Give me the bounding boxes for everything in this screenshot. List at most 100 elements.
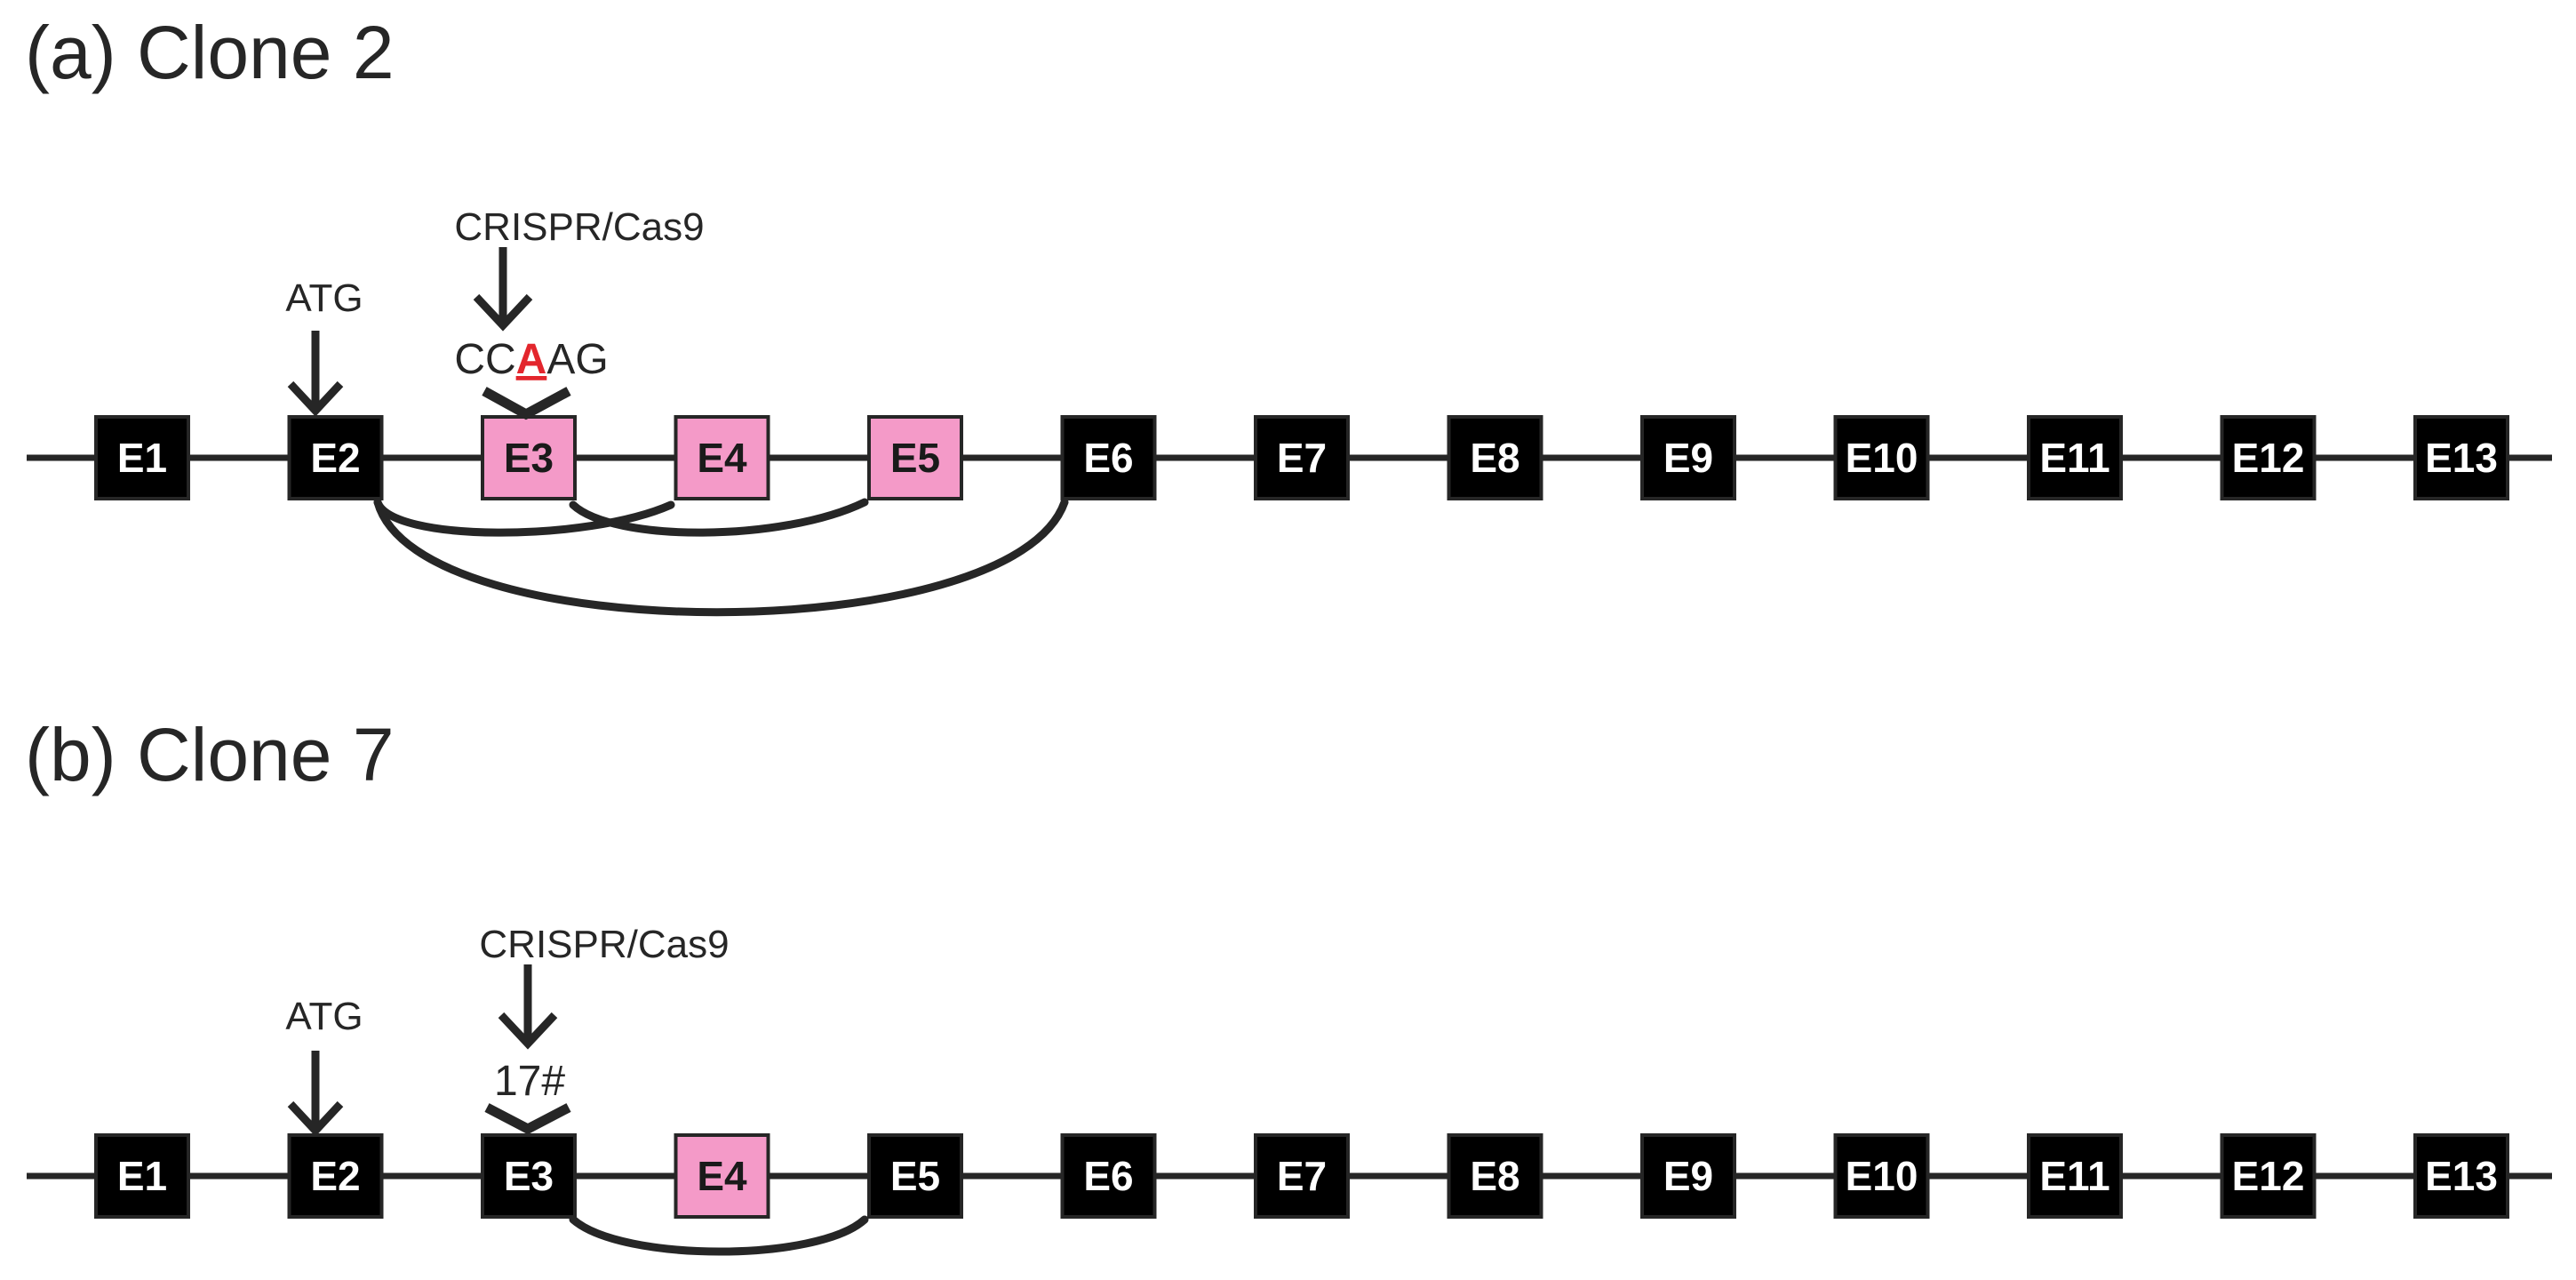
panel-a-exon-box	[2220, 415, 2317, 500]
panel-b-exon-box	[867, 1133, 963, 1219]
panel-a-exon-e2: E2	[287, 415, 384, 500]
panel-a-exon-box	[1833, 415, 1930, 500]
panel-b-exon-label: E3	[504, 1153, 554, 1199]
panel-b-exon-box	[1640, 1133, 1736, 1219]
panel-b-exon-e5: E5	[867, 1133, 963, 1219]
panel-a-exon-e5: E5	[867, 415, 963, 500]
panel-b-exon-e1: E1	[94, 1133, 190, 1219]
panel-a-exon-e11: E11	[2027, 415, 2123, 500]
panel-b-seq-prefix: 17#	[494, 1058, 565, 1105]
panel-b-exon-e6: E6	[1060, 1133, 1157, 1219]
panel-a-exon-box	[287, 415, 384, 500]
panel-b-exon-e3: E3	[481, 1133, 577, 1219]
panel-b-exon-box	[1447, 1133, 1543, 1219]
panel-b-exon-label: E6	[1083, 1153, 1133, 1199]
panel-a-exon-e1: E1	[94, 415, 190, 500]
panel-a-exon-label: E7	[1277, 435, 1327, 481]
panel-b-cut-site-bracket	[484, 1103, 571, 1135]
panel-b-exon-label: E4	[697, 1153, 747, 1199]
panel-a-exon-label: E9	[1663, 435, 1713, 481]
panel-b-exon-label: E11	[2039, 1153, 2109, 1199]
panel-a-exon-label: E2	[310, 435, 360, 481]
panel-a-atg-arrow-icon	[287, 331, 344, 417]
panel-a-exon-e6: E6	[1060, 415, 1157, 500]
panel-a-exon-label: E5	[890, 435, 940, 481]
panel-a-exon-label: E12	[2232, 435, 2305, 481]
panel-b-exon-label: E5	[890, 1153, 940, 1199]
panel-a-exon-label: E10	[1846, 435, 1918, 481]
panel-b-exon-box	[1833, 1133, 1930, 1219]
panel-b-title: (b) Clone 7	[25, 713, 395, 796]
panel-a-title: (a) Clone 2	[25, 11, 395, 94]
panel-a-exon-e3: E3	[481, 415, 577, 500]
panel-a-exon-box	[867, 415, 963, 500]
panel-a-seq-prefix: CC	[454, 336, 515, 383]
panel-a-exon-box	[94, 415, 190, 500]
panel-a-exon-e12: E12	[2220, 415, 2317, 500]
panel-a-exon-track: E1 E2 E3 E4 E5 E6 E7 E8 E9 E10 E11 E12 E13	[94, 415, 2509, 500]
panel-b-crispr-arrow-icon	[498, 964, 558, 1050]
panel-a-splice-e2-e4	[373, 498, 675, 537]
panel-a-exon-label: E8	[1470, 435, 1519, 481]
panel-a-exon-box	[1640, 415, 1736, 500]
panel-a-exon-e10: E10	[1833, 415, 1930, 500]
panel-a-exon-box	[1060, 415, 1157, 500]
panel-b-exon-e13: E13	[2413, 1133, 2509, 1219]
panel-a-exon-e8: E8	[1447, 415, 1543, 500]
panel-a-seq-suffix: AG	[546, 336, 608, 383]
panel-b-exon-e11: E11	[2027, 1133, 2123, 1219]
panel-b-atg-arrow-icon	[287, 1051, 344, 1137]
panel-b-exon-e7: E7	[1254, 1133, 1350, 1219]
panel-b-splice-e3-e5	[569, 1215, 869, 1256]
panel-a-exon-label: E13	[2425, 435, 2498, 481]
panel-b-exon-label: E10	[1846, 1153, 1918, 1199]
panel-b-exon-box	[481, 1133, 577, 1219]
panel-b-exon-label: E2	[310, 1153, 360, 1199]
panel-a-exon-box	[2413, 415, 2509, 500]
panel-b-atg-label: ATG	[285, 995, 363, 1038]
panel-b-exon-box	[2413, 1133, 2509, 1219]
panel-b-exon-label: E12	[2232, 1153, 2305, 1199]
panel-b-site-sequence: 17#	[494, 1058, 565, 1105]
panel-a-exon-e13: E13	[2413, 415, 2509, 500]
panel-b-exon-label: E8	[1470, 1153, 1519, 1199]
panel-a-atg-label: ATG	[285, 276, 363, 320]
panel-a-seq-mutation: A	[516, 336, 547, 383]
panel-b-exon-label: E9	[1663, 1153, 1713, 1199]
panel-b-exon-e4: E4	[674, 1133, 770, 1219]
panel-b-exon-box	[2027, 1133, 2123, 1219]
panel-b-exon-e12: E12	[2220, 1133, 2317, 1219]
panel-a-splice-e3-e5	[569, 498, 869, 537]
panel-b-exon-box	[287, 1133, 384, 1219]
panel-b-exon-label: E7	[1277, 1153, 1327, 1199]
panel-a-exon-e7: E7	[1254, 415, 1350, 500]
panel-b-exon-box	[1060, 1133, 1157, 1219]
panel-b-crispr-label: CRISPR/Cas9	[479, 923, 729, 966]
panel-a-exon-label: E4	[697, 435, 747, 481]
panel-a-cut-site-bracket	[482, 387, 571, 420]
panel-a-exon-box	[674, 415, 770, 500]
panel-b-exon-e8: E8	[1447, 1133, 1543, 1219]
panel-a-exon-label: E11	[2039, 435, 2109, 481]
panel-a-site-sequence: CCAAG	[454, 336, 608, 383]
panel-a-crispr-label: CRISPR/Cas9	[454, 205, 704, 249]
panel-a-exon-label: E3	[504, 435, 554, 481]
panel-a-exon-e9: E9	[1640, 415, 1736, 500]
panel-b-exon-e10: E10	[1833, 1133, 1930, 1219]
panel-a-exon-label: E6	[1083, 435, 1133, 481]
panel-a-exon-box	[2027, 415, 2123, 500]
panel-a-crispr-arrow-icon	[473, 247, 533, 332]
panel-b-exon-e9: E9	[1640, 1133, 1736, 1219]
panel-b-exon-e2: E2	[287, 1133, 384, 1219]
panel-b-exon-box	[674, 1133, 770, 1219]
panel-b-exon-box	[1254, 1133, 1350, 1219]
panel-b-exon-box	[2220, 1133, 2317, 1219]
panel-b-exon-box	[94, 1133, 190, 1219]
panel-b-exon-track: E1 E2 E3 E4 E5 E6 E7 E8 E9 E10 E11 E12 E13	[94, 1133, 2509, 1219]
panel-b-exon-label: E1	[117, 1153, 167, 1199]
panel-a-exon-box	[1254, 415, 1350, 500]
panel-b-exon-label: E13	[2425, 1153, 2498, 1199]
